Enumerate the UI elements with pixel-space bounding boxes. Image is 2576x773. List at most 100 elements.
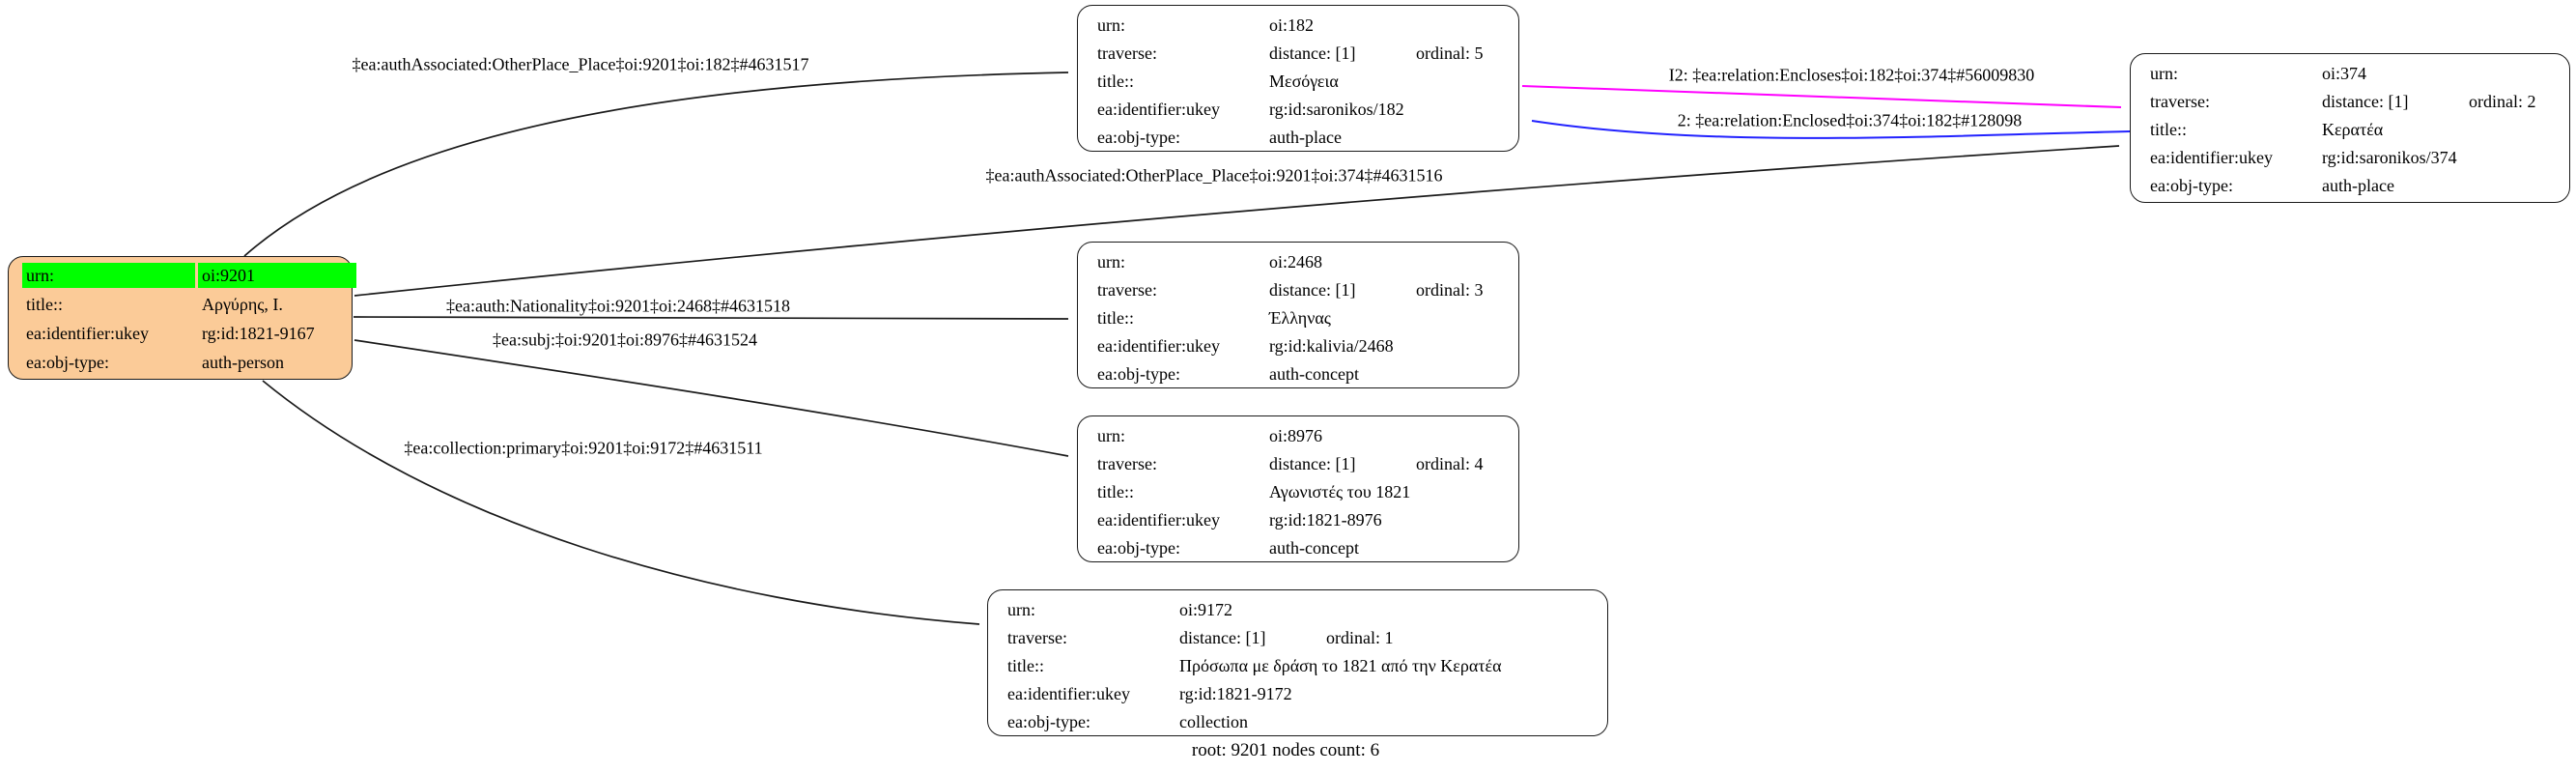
node-row-identifier: ea:identifier:ukey rg:id:saronikos/374 — [2146, 143, 2569, 171]
field-value-title: Αγωνιστές του 1821 — [1269, 481, 1411, 501]
field-value-urn: oi:374 — [2322, 63, 2367, 83]
field-value-objtype: collection — [1179, 711, 1248, 731]
field-value-title: Έλληνας — [1269, 307, 1331, 328]
field-value-ordinal: ordinal: 4 — [1416, 453, 1484, 473]
edge-encloses — [1521, 85, 2122, 108]
node-row-title: title:: Αργύρης, Ι. — [22, 290, 352, 319]
node-row-title: title:: Κερατέα — [2146, 115, 2569, 143]
node-row-urn: urn: oi:8976 — [1093, 421, 1518, 449]
node-row-traverse: traverse: distance: [1] ordinal: 1 — [1004, 623, 1607, 651]
node-row-urn: urn: oi:9172 — [1004, 595, 1607, 623]
field-value-urn: oi:9201 — [198, 263, 356, 288]
node-row-identifier: ea:identifier:ukey rg:id:1821-8976 — [1093, 505, 1518, 533]
field-label-identifier: ea:identifier:ukey — [1097, 99, 1220, 119]
field-value-distance: distance: [1] — [2322, 91, 2409, 111]
node-oi-374[interactable]: urn: oi:374 traverse: distance: [1] ordi… — [2130, 53, 2570, 203]
node-row-identifier: ea:identifier:ukey rg:id:kalivia/2468 — [1093, 331, 1518, 359]
field-value-distance: distance: [1] — [1269, 453, 1356, 473]
field-value-urn: oi:182 — [1269, 14, 1315, 35]
field-value-distance: distance: [1] — [1269, 279, 1356, 300]
field-value-identifier: rg:id:saronikos/374 — [2322, 147, 2457, 167]
field-label-traverse: traverse: — [1097, 279, 1157, 300]
node-row-traverse: traverse: distance: [1] ordinal: 5 — [1093, 39, 1518, 67]
field-value-identifier: rg:id:1821-9167 — [202, 324, 315, 343]
field-value-title: Κερατέα — [2322, 119, 2384, 139]
field-label-objtype: ea:obj-type: — [26, 353, 109, 372]
node-oi-2468[interactable]: urn: oi:2468 traverse: distance: [1] ord… — [1077, 242, 1519, 388]
node-row-urn: urn: oi:374 — [2146, 59, 2569, 87]
field-label-urn: urn: — [2150, 63, 2178, 83]
edge-enclosed — [1531, 120, 2131, 139]
edge-label-authassoc-182: ‡ea:authAssociated:OtherPlace_Place‡oi:9… — [352, 54, 809, 74]
field-label-objtype: ea:obj-type: — [1097, 363, 1180, 384]
field-label-identifier: ea:identifier:ukey — [1097, 335, 1220, 356]
node-row-objtype: ea:obj-type: auth-concept — [1093, 533, 1518, 561]
node-row-traverse: traverse: distance: [1] ordinal: 4 — [1093, 449, 1518, 477]
field-value-title: Μεσόγεια — [1269, 71, 1339, 91]
field-label-title: title:: — [26, 295, 63, 314]
node-row-identifier: ea:identifier:ukey rg:id:saronikos/182 — [1093, 95, 1518, 123]
node-row-title: title:: Έλληνας — [1093, 303, 1518, 331]
node-row-urn: urn: oi:2468 — [1093, 247, 1518, 275]
field-label-traverse: traverse: — [2150, 91, 2210, 111]
field-value-ordinal: ordinal: 2 — [2469, 91, 2536, 111]
field-label-title: title:: — [1097, 307, 1134, 328]
field-value-urn: oi:8976 — [1269, 425, 1323, 445]
field-value-ordinal: ordinal: 5 — [1416, 43, 1484, 63]
node-row-urn: urn: oi:9201 — [22, 261, 356, 290]
field-label-identifier: ea:identifier:ukey — [2150, 147, 2273, 167]
field-value-objtype: auth-place — [2322, 175, 2394, 195]
node-row-identifier: ea:identifier:ukey rg:id:1821-9167 — [22, 319, 352, 348]
node-row-objtype: ea:obj-type: auth-place — [1093, 123, 1518, 151]
node-row-objtype: ea:obj-type: auth-concept — [1093, 359, 1518, 387]
edge-label-authassoc-374: ‡ea:authAssociated:OtherPlace_Place‡oi:9… — [985, 165, 1443, 186]
node-row-traverse: traverse: distance: [1] ordinal: 2 — [2146, 87, 2569, 115]
field-label-urn: urn: — [1097, 425, 1125, 445]
field-value-objtype: auth-person — [202, 353, 284, 372]
node-row-traverse: traverse: distance: [1] ordinal: 3 — [1093, 275, 1518, 303]
node-row-title: title:: Αγωνιστές του 1821 — [1093, 477, 1518, 505]
field-label-objtype: ea:obj-type: — [1097, 127, 1180, 147]
field-value-ordinal: ordinal: 1 — [1326, 627, 1394, 647]
field-label-objtype: ea:obj-type: — [1007, 711, 1090, 731]
node-oi-9172[interactable]: urn: oi:9172 traverse: distance: [1] ord… — [987, 589, 1608, 736]
node-oi-182[interactable]: urn: oi:182 traverse: distance: [1] ordi… — [1077, 5, 1519, 152]
node-row-objtype: ea:obj-type: auth-person — [22, 348, 352, 377]
edge-nationality-2468 — [353, 316, 1069, 320]
edge-subj-8976 — [354, 339, 1069, 457]
field-label-title: title:: — [1097, 71, 1134, 91]
edge-label-encloses: I2: ‡ea:relation:Encloses‡oi:182‡oi:374‡… — [1668, 65, 2035, 85]
node-oi-8976[interactable]: urn: oi:8976 traverse: distance: [1] ord… — [1077, 415, 1519, 562]
edge-label-collection: ‡ea:collection:primary‡oi:9201‡oi:9172‡#… — [404, 438, 763, 458]
field-label-traverse: traverse: — [1097, 453, 1157, 473]
field-value-identifier: rg:id:1821-8976 — [1269, 509, 1382, 530]
field-value-objtype: auth-place — [1269, 127, 1342, 147]
field-value-identifier: rg:id:1821-9172 — [1179, 683, 1292, 703]
node-row-title: title:: Μεσόγεια — [1093, 67, 1518, 95]
field-label-title: title:: — [1007, 655, 1044, 675]
field-label-identifier: ea:identifier:ukey — [26, 324, 149, 343]
field-label-traverse: traverse: — [1097, 43, 1157, 63]
field-value-ordinal: ordinal: 3 — [1416, 279, 1484, 300]
edge-label-nationality: ‡ea:auth:Nationality‡oi:9201‡oi:2468‡#46… — [446, 296, 790, 316]
node-row-identifier: ea:identifier:ukey rg:id:1821-9172 — [1004, 679, 1607, 707]
field-value-identifier: rg:id:kalivia/2468 — [1269, 335, 1394, 356]
field-label-urn: urn: — [1097, 14, 1125, 35]
field-label-title: title:: — [2150, 119, 2187, 139]
field-label-objtype: ea:obj-type: — [2150, 175, 2233, 195]
field-value-distance: distance: [1] — [1179, 627, 1266, 647]
field-label-identifier: ea:identifier:ukey — [1007, 683, 1130, 703]
graph-caption: root: 9201 nodes count: 6 — [1191, 740, 1380, 760]
node-oi-9201[interactable]: urn: oi:9201 title:: Αργύρης, Ι. ea:iden… — [8, 256, 356, 380]
field-value-urn: oi:2468 — [1269, 251, 1323, 272]
field-label-title: title:: — [1097, 481, 1134, 501]
node-row-urn: urn: oi:182 — [1093, 11, 1518, 39]
node-row-objtype: ea:obj-type: auth-place — [2146, 171, 2569, 199]
field-value-title: Πρόσωπα με δράση το 1821 από την Κερατέα — [1179, 655, 1502, 675]
field-label-traverse: traverse: — [1007, 627, 1067, 647]
field-value-objtype: auth-concept — [1269, 363, 1359, 384]
node-row-objtype: ea:obj-type: collection — [1004, 707, 1607, 735]
edge-collection-9172 — [262, 380, 980, 625]
